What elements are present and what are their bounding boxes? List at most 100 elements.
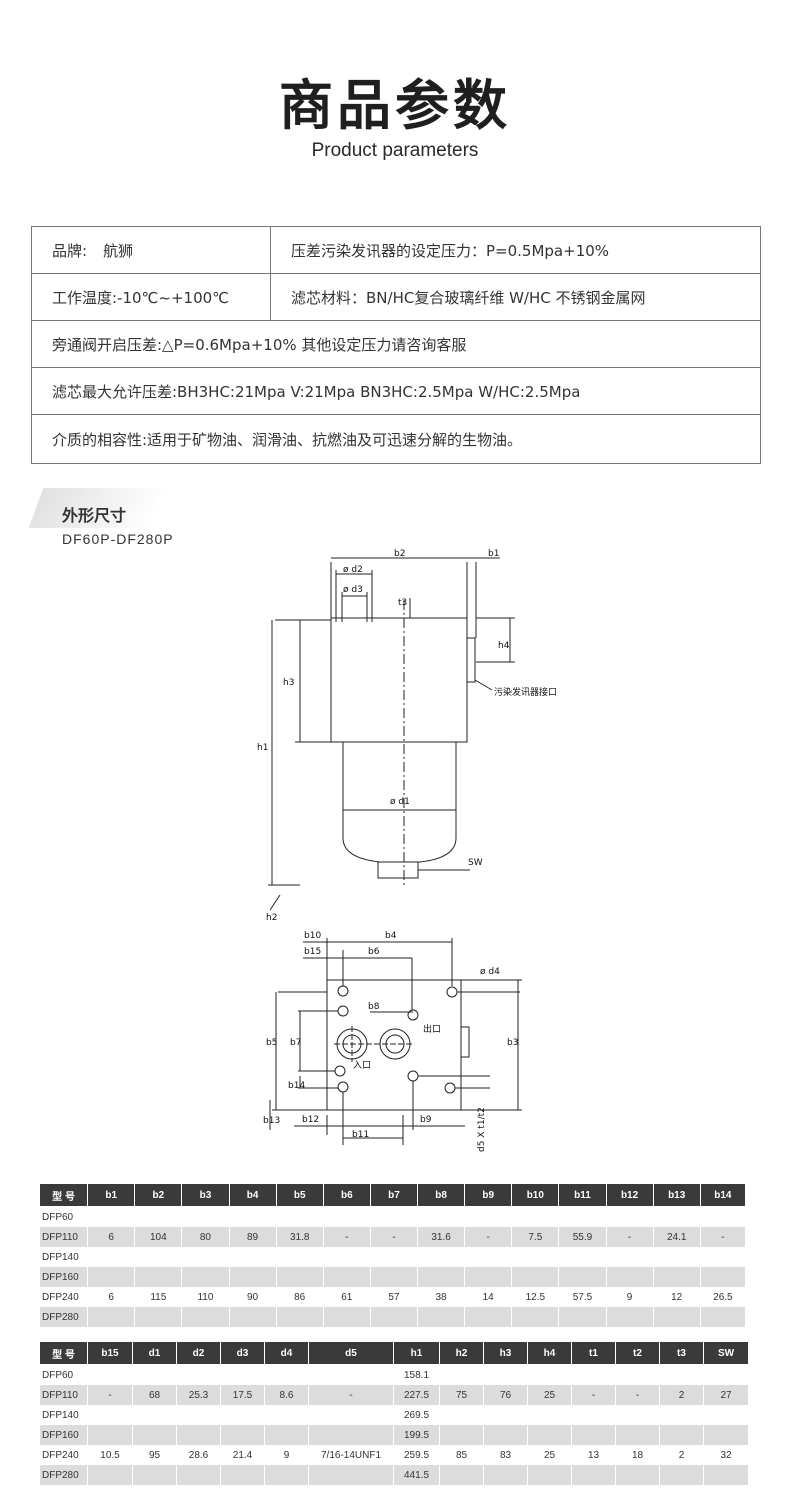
- model-range: DF60P-DF280P: [62, 531, 174, 547]
- table-cell: 9: [605, 1287, 654, 1307]
- table-cell: 199.5: [393, 1425, 440, 1445]
- table-cell: [264, 1364, 309, 1385]
- table-cell: [652, 1206, 701, 1227]
- table-cell: [220, 1364, 265, 1385]
- table-cell: [87, 1206, 136, 1227]
- table-cell: 441.5: [393, 1465, 440, 1485]
- table-cell: [605, 1247, 654, 1267]
- label-b9: b9: [420, 1115, 432, 1125]
- table-cell: [699, 1247, 747, 1267]
- table-cell: [659, 1405, 704, 1425]
- table-cell: -: [699, 1227, 747, 1247]
- table-cell: [511, 1267, 560, 1287]
- table-row: DFP140: [38, 1247, 747, 1267]
- table-cell: DFP280: [39, 1465, 88, 1485]
- table-cell: [615, 1465, 660, 1485]
- indicator-port: [466, 637, 476, 683]
- table-cell: [134, 1206, 183, 1227]
- table-cell: [132, 1364, 177, 1385]
- table-cell: DFP140: [38, 1247, 89, 1267]
- table-cell: [308, 1405, 394, 1425]
- filter-material: 滤芯材料：BN/HC复合玻璃纤维 W/HC 不锈钢金属网: [291, 288, 646, 307]
- table-cell: 6: [87, 1287, 136, 1307]
- table-cell: 90: [228, 1287, 277, 1307]
- label-d4: ø d4: [480, 967, 500, 977]
- label-b2: b2: [394, 549, 405, 559]
- param-row-compat: 介质的相容性:适用于矿物油、润滑油、抗燃油及可迅速分解的生物油。: [32, 415, 760, 463]
- label-b1: b1: [488, 549, 499, 559]
- param-row-bypass: 旁通阀开启压差:△P=0.6Mpa+10% 其他设定压力请咨询客服: [32, 321, 760, 368]
- table-cell: [615, 1364, 660, 1385]
- table-cell: 259.5: [393, 1445, 440, 1465]
- table-cell: DFP60: [38, 1206, 89, 1227]
- table-cell: DFP240: [39, 1445, 88, 1465]
- table-cell: [176, 1465, 221, 1485]
- label-d1: ø d1: [390, 797, 410, 807]
- table-cell: [275, 1267, 324, 1287]
- table-cell: [369, 1206, 419, 1227]
- label-sw: SW: [468, 858, 483, 868]
- table-cell: 27: [703, 1385, 749, 1405]
- table-cell: [699, 1206, 747, 1227]
- table-cell: [464, 1307, 513, 1327]
- table-cell: [87, 1465, 133, 1485]
- label-d3: ø d3: [343, 585, 363, 595]
- table-cell: [659, 1465, 704, 1485]
- table-cell: DFP60: [39, 1364, 88, 1385]
- table-cell: [275, 1307, 324, 1327]
- table-cell: 31.6: [416, 1227, 466, 1247]
- column-header: b9: [464, 1183, 513, 1207]
- column-header: t3: [659, 1341, 704, 1365]
- table-cell: [228, 1267, 277, 1287]
- param-row-temp: 工作温度:-10℃~+100℃ 滤芯材料：BN/HC复合玻璃纤维 W/HC 不锈…: [32, 274, 760, 321]
- table-cell: [483, 1364, 528, 1385]
- table-cell: [264, 1405, 309, 1425]
- table-cell: [134, 1307, 183, 1327]
- table-cell: [181, 1206, 230, 1227]
- table-cell: [134, 1267, 183, 1287]
- table-cell: [228, 1247, 277, 1267]
- table-cell: -: [615, 1385, 660, 1405]
- page-subtitle: Product parameters: [311, 140, 479, 161]
- table-cell: 25.3: [176, 1385, 221, 1405]
- table-cell: [416, 1267, 466, 1287]
- table-cell: [220, 1465, 265, 1485]
- table-cell: [322, 1247, 371, 1267]
- table-cell: [308, 1364, 394, 1385]
- table-cell: DFP280: [38, 1307, 89, 1327]
- column-header: b2: [134, 1183, 183, 1207]
- table-cell: 269.5: [393, 1405, 440, 1425]
- column-header: b10: [511, 1183, 560, 1207]
- table-cell: [439, 1364, 484, 1385]
- brand-label: 品牌:: [52, 241, 88, 260]
- table-cell: 12: [652, 1287, 701, 1307]
- label-b5: b5: [266, 1038, 277, 1048]
- table-cell: [369, 1267, 419, 1287]
- table-cell: [571, 1425, 616, 1445]
- table-cell: 227.5: [393, 1385, 440, 1405]
- table-cell: [511, 1247, 560, 1267]
- table-cell: 26.5: [699, 1287, 747, 1307]
- label-b6: b6: [368, 947, 380, 957]
- table-cell: [511, 1307, 560, 1327]
- table-cell: [87, 1267, 136, 1287]
- table-cell: 17.5: [220, 1385, 265, 1405]
- table-cell: [605, 1267, 654, 1287]
- table-cell: [571, 1364, 616, 1385]
- table-cell: 12.5: [511, 1287, 560, 1307]
- label-b4: b4: [385, 931, 397, 941]
- table-cell: [308, 1425, 394, 1445]
- column-header: 型 号: [38, 1183, 89, 1207]
- dimension-drawing: b2 b1 ø d2 ø d3 t3 h4 h3 h1 ø d1 SW h2 污…: [257, 549, 557, 1152]
- table-cell: [571, 1405, 616, 1425]
- param-row-maxdiff: 滤芯最大允许压差:BH3HC:21Mpa V:21Mpa BN3HC:2.5Mp…: [32, 368, 760, 415]
- column-header: b12: [605, 1183, 654, 1207]
- table-cell: [703, 1465, 749, 1485]
- table-cell: [558, 1206, 607, 1227]
